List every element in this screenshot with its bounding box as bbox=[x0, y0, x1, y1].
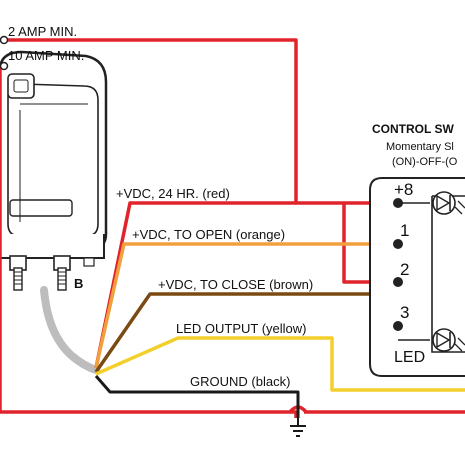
pin-label-1: 1 bbox=[400, 221, 409, 240]
control-switch-subtitle-1: Momentary Sl bbox=[386, 141, 454, 153]
label-2amp: 2 AMP MIN. bbox=[8, 24, 77, 39]
pin-label-plus8: +8 bbox=[394, 180, 413, 199]
wire-harness bbox=[40, 286, 100, 374]
diode-led-icon bbox=[432, 191, 465, 215]
pin-label-3: 3 bbox=[400, 303, 409, 322]
terminal-stud-b bbox=[53, 255, 71, 291]
terminal-stud-left bbox=[9, 255, 27, 291]
label-vdc-close: +VDC, TO CLOSE (brown) bbox=[158, 277, 313, 292]
terminal-dot-3 bbox=[393, 321, 403, 331]
yellow-wire bbox=[95, 336, 465, 392]
control-switch-subtitle-2: (ON)-OFF-(O bbox=[392, 156, 458, 168]
label-vdc-open: +VDC, TO OPEN (orange) bbox=[132, 227, 285, 242]
battery-switch-device bbox=[0, 50, 108, 291]
led-label: LED bbox=[394, 349, 425, 366]
ground-symbol-icon bbox=[290, 418, 306, 437]
fuse-circle-icon bbox=[0, 35, 9, 45]
terminal-dot-2 bbox=[393, 277, 403, 287]
label-ground: GROUND (black) bbox=[190, 374, 290, 389]
terminal-b-label: B bbox=[74, 276, 83, 291]
label-led-output: LED OUTPUT (yellow) bbox=[176, 321, 307, 336]
fuse-circle-icon bbox=[0, 61, 9, 71]
diode-led-icon bbox=[432, 328, 465, 352]
label-vdc-24hr: +VDC, 24 HR. (red) bbox=[116, 186, 230, 201]
control-switch-title: CONTROL SW bbox=[372, 122, 454, 136]
terminal-dot-1 bbox=[393, 239, 403, 249]
label-10amp: 10 AMP MIN. bbox=[8, 48, 84, 63]
black-wire bbox=[94, 375, 300, 418]
orange-wire bbox=[94, 242, 398, 369]
pin-label-2: 2 bbox=[400, 260, 409, 279]
